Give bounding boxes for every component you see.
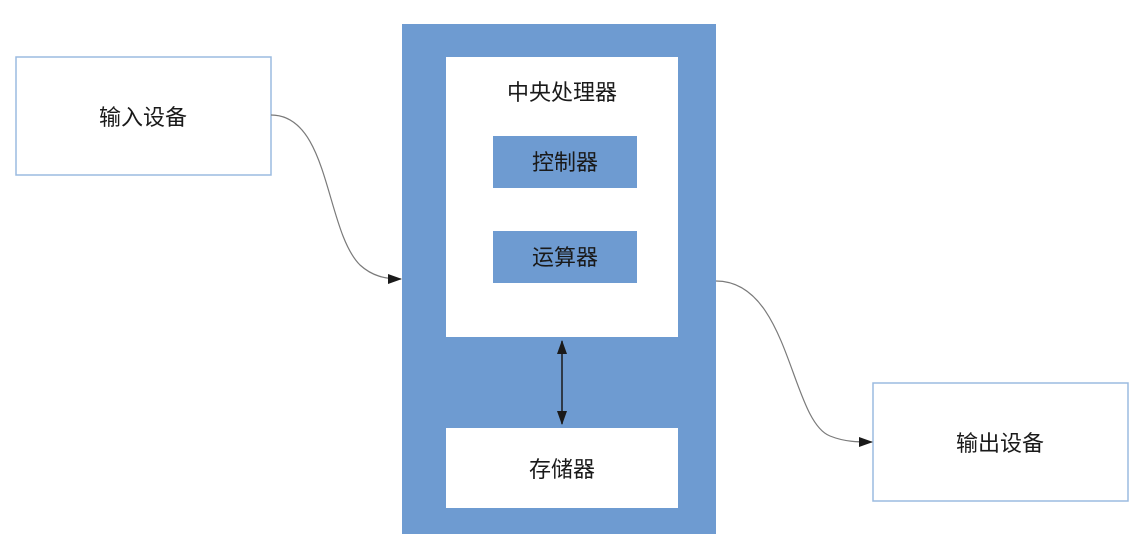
memory-box bbox=[446, 428, 678, 508]
output-device-node: 输出设备 bbox=[872, 382, 1129, 502]
cpu-label: 中央处理器 bbox=[507, 81, 617, 106]
input-device-box bbox=[15, 56, 272, 176]
controller-box bbox=[493, 136, 637, 188]
cpu-box bbox=[446, 57, 678, 337]
input-device-label: 输入设备 bbox=[99, 106, 187, 131]
alu-label: 运算器 bbox=[532, 246, 598, 271]
memory-node: 存储器 bbox=[446, 428, 678, 508]
alu-box bbox=[493, 231, 637, 283]
input-device-node: 输入设备 bbox=[15, 56, 272, 176]
input-connector-arrow bbox=[270, 114, 402, 284]
cpu-node: 中央处理器 控制器 运算器 bbox=[446, 57, 678, 337]
output-device-box bbox=[872, 382, 1129, 502]
memory-label: 存储器 bbox=[529, 458, 595, 483]
controller-label: 控制器 bbox=[532, 151, 598, 176]
output-device-label: 输出设备 bbox=[956, 432, 1044, 457]
output-connector-arrow bbox=[715, 280, 873, 447]
